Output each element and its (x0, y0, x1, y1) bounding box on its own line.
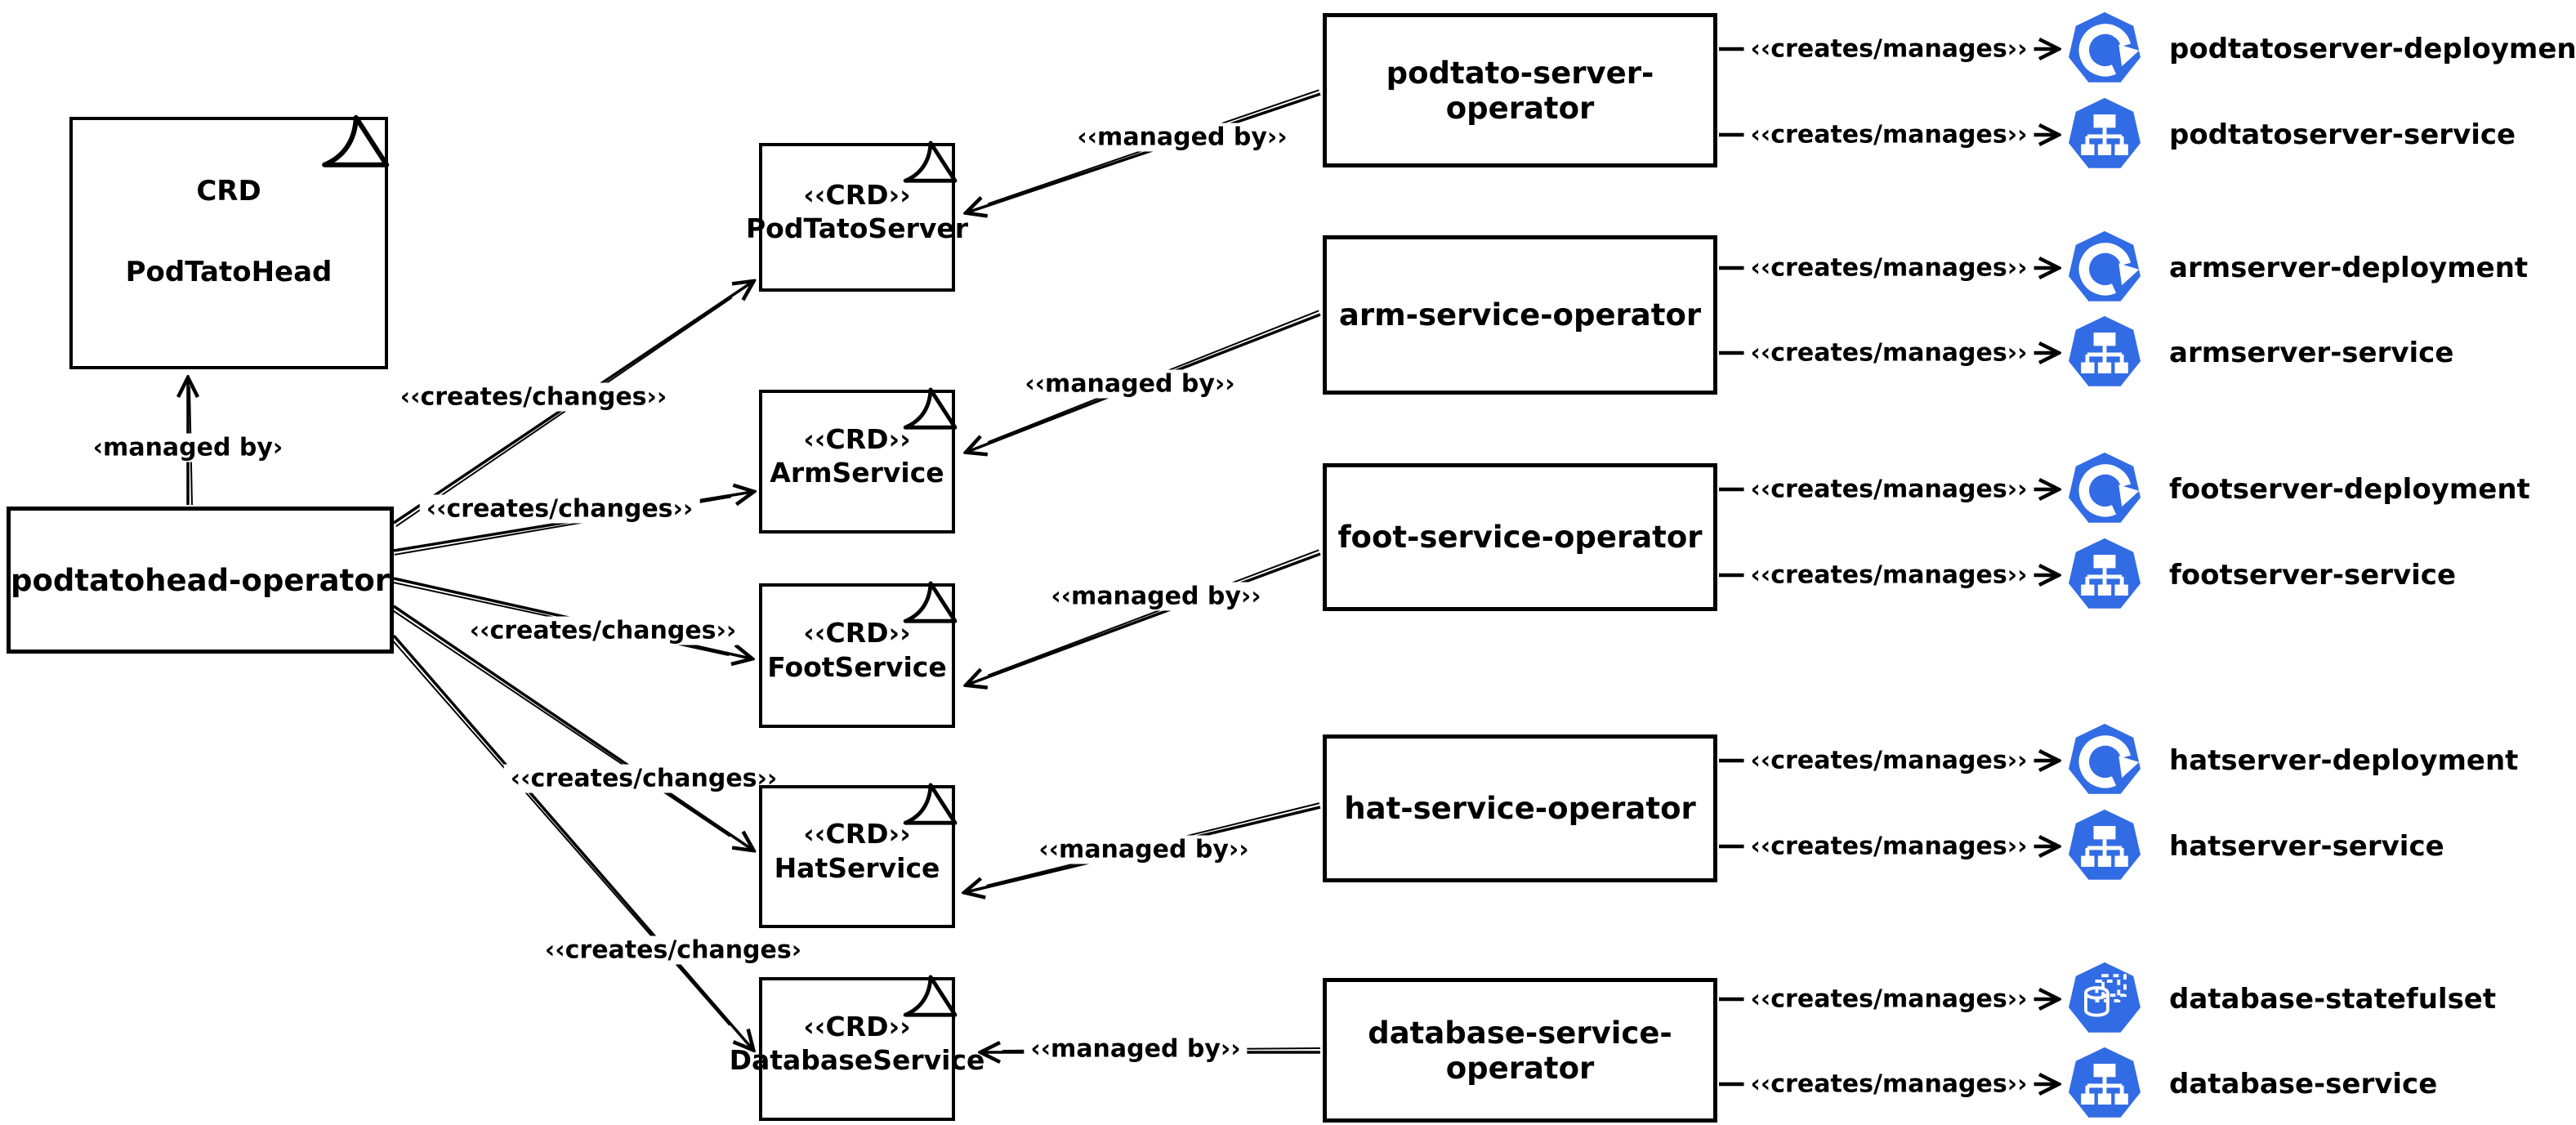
operator-name: podtato-server-operator (1386, 55, 1654, 126)
page-fold-icon (903, 581, 958, 623)
creates-changes-label: ‹‹creates/changes›› (393, 382, 674, 412)
crd-footservice-node: ‹‹CRD›› FootService (759, 581, 958, 728)
crd-armservice-node: ‹‹CRD›› ArmService (759, 387, 958, 533)
connector-sketch-stroke (395, 297, 733, 527)
crd-podtatohead-node: CRD PodTatoHead (69, 114, 390, 369)
operator-name: podtatohead-operator (11, 562, 390, 598)
service-icon (2069, 97, 2141, 168)
creates-manages-label: ‹‹creates/manages›› (1743, 1069, 2034, 1099)
connector (967, 552, 1321, 685)
page-fold-icon (903, 783, 958, 825)
crd-name: PodTatoHead (125, 255, 333, 288)
operator-name: database-service-operator (1368, 1015, 1672, 1086)
crd-stereotype: CRD (196, 175, 261, 208)
crd-podtatoserver-node: ‹‹CRD›› PodTatoServer (746, 141, 968, 292)
crd-stereotype: ‹‹CRD›› (803, 1010, 911, 1042)
resource-label: hatserver-deployment (2169, 744, 2519, 777)
resource-label: armserver-deployment (2169, 252, 2529, 284)
page-fold-icon (903, 387, 958, 430)
deployment-icon (2069, 230, 2141, 301)
connector-sketch-stroke (391, 609, 731, 837)
operator-name: foot-service-operator (1337, 520, 1703, 555)
service-icon (2069, 315, 2141, 386)
operator-name: arm-service-operator (1338, 297, 1702, 333)
creates-manages-label: ‹‹creates/manages›› (1743, 253, 2034, 283)
resource-label: armserver-service (2169, 337, 2454, 369)
crd-name: HatService (774, 851, 940, 884)
creates-changes-label: ‹‹creates/changes›› (503, 764, 784, 793)
resource-label: footserver-service (2169, 559, 2457, 592)
crd-databaseservice-node: ‹‹CRD›› DatabaseService (730, 975, 984, 1121)
crd-name: ArmService (770, 457, 944, 489)
connector-sketch-stroke (390, 637, 730, 1026)
service-icon (2069, 809, 2141, 880)
creates-manages-label: ‹‹creates/manages›› (1743, 832, 2034, 861)
managed-by-label: ‹‹managed by›› (1024, 1034, 1248, 1064)
database-service-operator-node: database-service-operator (1323, 978, 1717, 1123)
crd-name: DatabaseService (729, 1044, 985, 1076)
managed-by-label: ‹‹managed by›› (1018, 369, 1242, 399)
managed-by-label: ‹‹managed by›› (1070, 123, 1294, 152)
deployment-icon (2069, 452, 2141, 523)
managed-by-label: ‹‹managed by›› (1032, 835, 1256, 864)
resource-label: podtatoserver-service (2169, 118, 2516, 151)
creates-manages-label: ‹‹creates/manages›› (1743, 34, 2034, 64)
creates-manages-label: ‹‹creates/manages›› (1743, 338, 2034, 368)
crd-name: FootService (767, 650, 947, 683)
managed-by-label: ‹‹managed by›› (1044, 582, 1268, 611)
hat-service-operator-node: hat-service-operator (1323, 734, 1717, 882)
page-fold-icon (903, 141, 958, 183)
statefulset-icon (2069, 962, 2141, 1033)
creates-changes-label: ‹‹creates/changes› (538, 935, 809, 965)
managed-by-label: ‹managed by› (86, 433, 290, 462)
resource-label: footserver-deployment (2169, 473, 2530, 506)
deployment-icon (2069, 11, 2141, 83)
connector (967, 92, 1321, 212)
service-icon (2069, 538, 2141, 609)
resource-label: hatserver-service (2169, 830, 2444, 863)
connector (393, 605, 752, 850)
creates-manages-label: ‹‹creates/manages›› (1743, 475, 2034, 504)
crd-stereotype: ‹‹CRD›› (803, 617, 911, 650)
creates-manages-label: ‹‹creates/manages›› (1743, 120, 2034, 150)
deployment-icon (2069, 723, 2141, 794)
arm-service-operator-node: arm-service-operator (1323, 235, 1717, 395)
creates-changes-label: ‹‹creates/changes›› (419, 494, 700, 524)
creates-changes-label: ‹‹creates/changes›› (462, 616, 743, 645)
crd-stereotype: ‹‹CRD›› (803, 178, 911, 211)
resource-label: database-statefulset (2169, 983, 2497, 1016)
creates-manages-label: ‹‹creates/manages›› (1743, 984, 2034, 1014)
creates-manages-label: ‹‹creates/manages›› (1743, 746, 2034, 775)
resource-label: podtatoserver-deployment (2169, 33, 2576, 65)
service-icon (2069, 1047, 2141, 1118)
crd-name: PodTatoServer (745, 212, 969, 244)
crd-stereotype: ‹‹CRD›› (803, 818, 911, 850)
page-fold-icon (903, 975, 958, 1017)
resource-label: database-service (2169, 1068, 2438, 1100)
podtatohead-operator-node: podtatohead-operator (7, 507, 394, 654)
creates-manages-label: ‹‹creates/manages›› (1743, 560, 2034, 590)
podtato-server-operator-node: podtato-server-operator (1323, 13, 1717, 167)
crd-stereotype: ‹‹CRD›› (803, 422, 911, 455)
foot-service-operator-node: foot-service-operator (1323, 463, 1717, 611)
crd-hatservice-node: ‹‹CRD›› HatService (759, 783, 958, 928)
operator-name: hat-service-operator (1344, 791, 1696, 826)
page-fold-icon (322, 114, 390, 167)
connector-sketch-stroke (987, 549, 1319, 676)
connector (392, 634, 752, 1049)
